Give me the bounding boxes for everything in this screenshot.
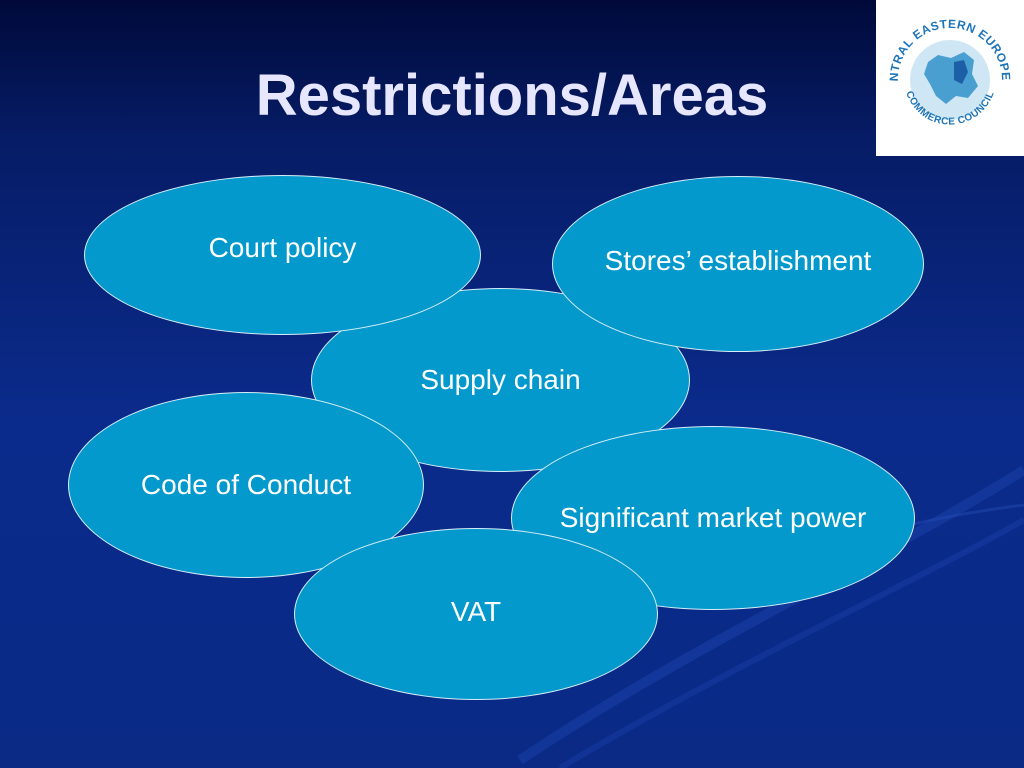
bubble-vat-label: VAT [450,596,502,627]
bubble-stores-establishment: Stores’ establishment [552,176,924,352]
bubble-court-policy-label: Court policy [208,232,357,263]
slide-title: Restrictions/Areas [255,63,769,128]
bubble-stores-establishment-label: Stores’ establishment [604,245,872,276]
bubble-code-of-conduct-label: Code of Conduct [140,469,352,500]
bubble-significant-market-power-label: Significant market power [559,502,867,533]
bubble-vat: VAT [294,528,658,700]
ceec-logo: CENTRAL EASTERN EUROPEAN COMMERCE COUNCI… [876,0,1024,156]
bubble-court-policy: Court policy [84,175,481,335]
bubble-supply-chain-label: Supply chain [420,364,581,395]
